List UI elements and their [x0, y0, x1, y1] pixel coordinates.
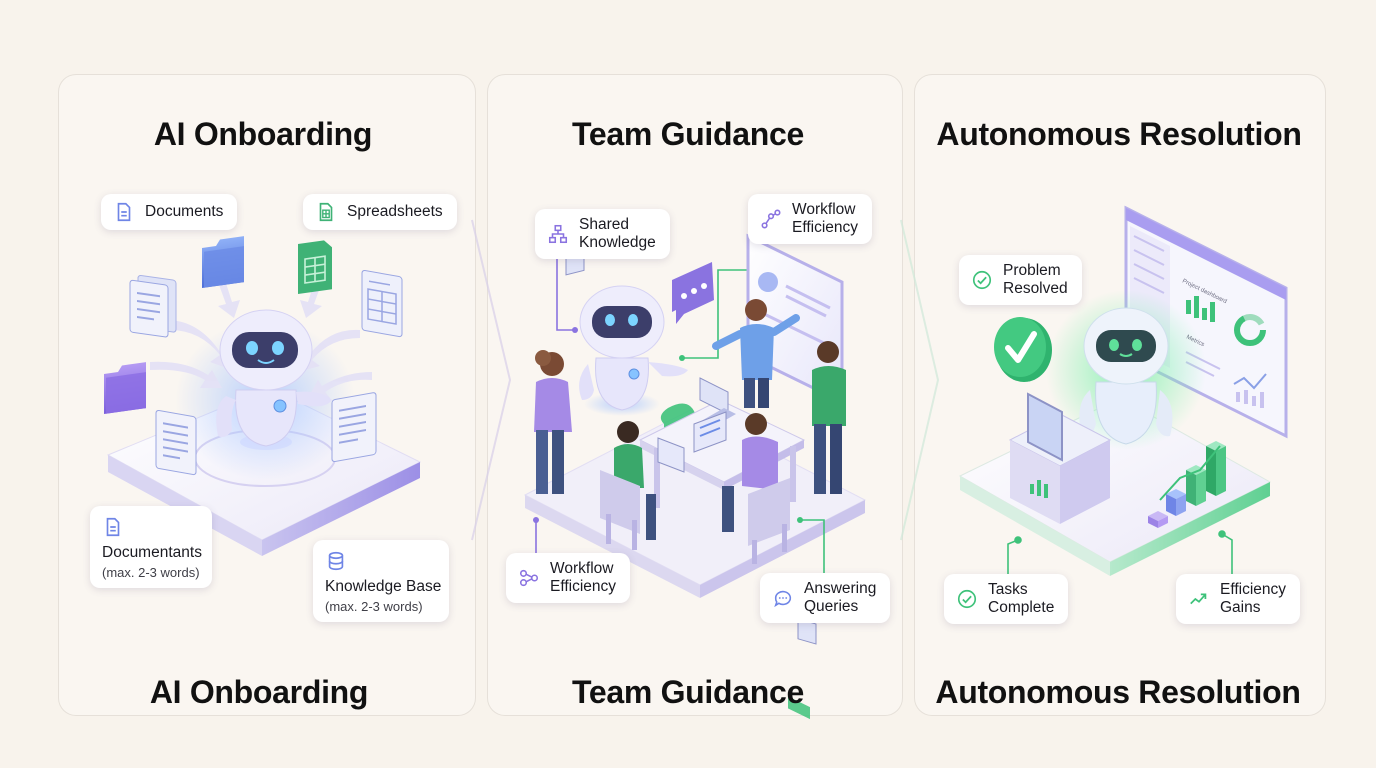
callout-tasks-line2: Complete	[988, 599, 1055, 616]
spreadsheet-icon	[319, 202, 333, 222]
callout-tasks-complete-text: Tasks Complete	[988, 581, 1054, 617]
caption-autonomous-resolution: Autonomous Resolution	[935, 674, 1301, 710]
callout-workflow-top-line2: Efficiency	[792, 219, 859, 236]
laptop-icon	[657, 437, 685, 473]
callout-tasks-complete: Tasks Complete	[944, 574, 1069, 624]
callout-knowledge-base-label: Knowledge Base	[325, 578, 442, 595]
callout-answering-line2: Queries	[804, 598, 859, 615]
title-ai-onboarding: AI Onboarding	[153, 116, 373, 152]
separator-chevron-1	[471, 219, 512, 541]
workflow-icon	[761, 209, 781, 229]
callout-shared-knowledge-line2: Knowledge	[579, 234, 656, 251]
person-presenter	[712, 299, 800, 408]
callout-efficiency-line2: Gains	[1220, 599, 1261, 616]
folder-icon	[104, 362, 146, 414]
person-woman-tablet	[534, 247, 585, 494]
callout-documentants-text: Documentants (max. 2-3 words)	[102, 544, 202, 582]
callout-problem-line2: Resolved	[1003, 280, 1068, 297]
callout-workflow-bottom-line1: Workflow	[550, 560, 614, 577]
callout-knowledge-base: Knowledge Base (max. 2-3 words)	[313, 540, 449, 622]
separator-chevron-2	[900, 219, 940, 541]
callout-knowledge-base-text: Knowledge Base (max. 2-3 words)	[325, 578, 441, 616]
title-autonomous-resolution: Autonomous Resolution	[936, 116, 1302, 152]
title-team-guidance: Team Guidance	[571, 116, 805, 152]
callout-workflow-efficiency-bottom: Workflow Efficiency	[506, 553, 631, 603]
callout-answering-queries-text: Answering Queries	[804, 580, 876, 616]
trend-up-icon	[1148, 441, 1226, 528]
check-circle-icon	[957, 589, 977, 609]
person-seated-woman	[600, 421, 656, 550]
callout-answering-line1: Answering	[804, 580, 877, 597]
document-icon	[129, 275, 177, 338]
check-circle-icon	[972, 270, 992, 290]
callout-problem-line1: Problem	[1003, 262, 1061, 279]
callout-workflow-efficiency-top: Workflow Efficiency	[748, 194, 873, 244]
folder-icon	[202, 236, 244, 288]
callout-problem-resolved: Problem Resolved	[959, 255, 1082, 305]
workflow-icon	[519, 569, 539, 587]
callout-documents-label: Documents	[145, 203, 224, 220]
callout-workflow-bottom-line2: Efficiency	[550, 578, 617, 595]
callout-workflow-top-line1: Workflow	[792, 201, 856, 218]
callout-shared-knowledge-text: Shared Knowledge	[579, 216, 656, 252]
callout-spreadsheets-label: Spreadsheets	[347, 203, 443, 220]
document-icon	[117, 202, 131, 222]
check-circle-icon	[994, 317, 1052, 382]
callout-efficiency-gains-text: Efficiency Gains	[1220, 581, 1286, 617]
callout-efficiency-line1: Efficiency	[1220, 581, 1287, 598]
robot-icon	[216, 309, 332, 450]
document-icon	[155, 409, 197, 476]
person-seated-man	[722, 413, 790, 564]
callout-spreadsheets: Spreadsheets	[303, 194, 457, 230]
robot-icon	[579, 285, 688, 416]
spreadsheet-document-icon	[361, 269, 403, 338]
chat-bubble-icon	[774, 590, 792, 608]
callout-documentants-sub: (max. 2-3 words)	[102, 565, 200, 580]
caption-team-guidance: Team Guidance	[571, 674, 805, 710]
database-icon	[328, 551, 344, 571]
callout-documents: Documents	[101, 194, 238, 230]
callout-problem-resolved-text: Problem Resolved	[1003, 262, 1068, 298]
callout-workflow-efficiency-bottom-text: Workflow Efficiency	[550, 560, 616, 596]
connector-lines	[1007, 530, 1233, 576]
hierarchy-icon	[548, 224, 568, 244]
document-icon	[331, 392, 377, 463]
caption-ai-onboarding: AI Onboarding	[149, 674, 369, 710]
callout-documentants: Documentants (max. 2-3 words)	[90, 506, 212, 588]
document-icon	[106, 517, 120, 537]
callout-documentants-label: Documentants	[102, 544, 202, 561]
connector-lines	[533, 258, 825, 576]
trend-up-icon	[1190, 593, 1207, 605]
robot-icon	[1079, 307, 1173, 445]
person-man-clipboard	[797, 341, 846, 645]
callout-tasks-line1: Tasks	[988, 581, 1028, 598]
callout-shared-knowledge-line1: Shared	[579, 216, 629, 233]
callout-shared-knowledge: Shared Knowledge	[535, 209, 670, 259]
monitor-icon	[1008, 392, 1112, 524]
callout-knowledge-base-sub: (max. 2-3 words)	[325, 599, 423, 614]
callout-answering-queries: Answering Queries	[760, 573, 891, 623]
callout-workflow-efficiency-top-text: Workflow Efficiency	[792, 201, 858, 237]
laptop-icon	[693, 411, 727, 453]
callout-efficiency-gains: Efficiency Gains	[1176, 574, 1301, 624]
spreadsheet-icon	[298, 240, 332, 294]
